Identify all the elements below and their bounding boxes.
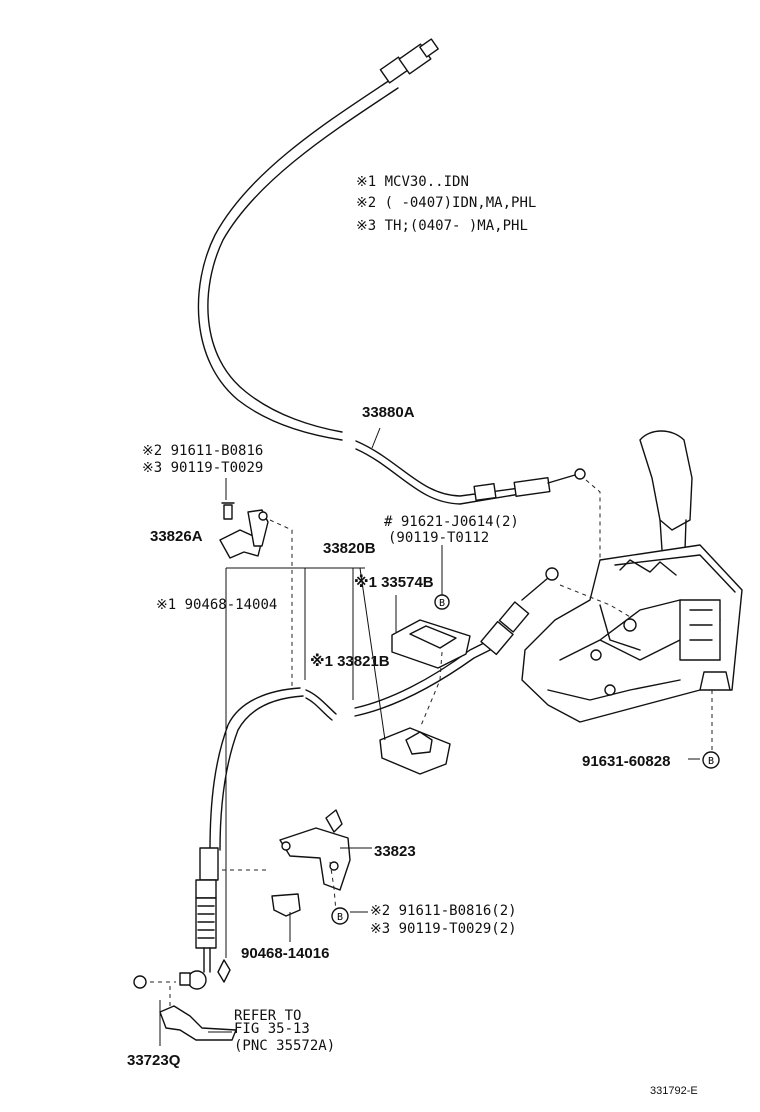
label-91611-b0816-2x: ※2 91611-B0816(2) xyxy=(370,903,517,919)
label-90119-t0112: (90119-T0112 xyxy=(388,530,489,546)
pin-90468-14004 xyxy=(217,959,231,983)
refer-line-1: REFER TO xyxy=(234,1008,301,1024)
shift-lever-assembly xyxy=(521,430,743,723)
label-33821b: ※1 33821B xyxy=(310,652,390,670)
cover-33574b xyxy=(391,619,471,669)
label-33574b: ※1 33574B xyxy=(354,573,434,591)
bolt-marker-label: B xyxy=(708,756,714,767)
label-33880a: 33880A xyxy=(362,404,415,421)
bracket-33826a xyxy=(219,502,269,559)
label-33723q: 33723Q xyxy=(127,1052,181,1069)
label-33820b: 33820B xyxy=(323,540,376,557)
bolt-marker-3: B xyxy=(331,907,349,925)
refer-line-3: (PNC 35572A) xyxy=(234,1038,335,1054)
clip-90468-14016 xyxy=(271,893,301,917)
note-2: ※2 ( -0407)IDN,MA,PHL xyxy=(356,195,536,211)
bolt-marker-label: B xyxy=(439,598,445,609)
label-33823: 33823 xyxy=(374,843,416,860)
shift-cable-lower xyxy=(355,440,586,505)
bolt-marker-label: B xyxy=(337,912,343,923)
label-91621-j0614: # 91621-J0614(2) xyxy=(384,514,519,530)
note-1: ※1 MCV30..IDN xyxy=(356,174,469,190)
bracket-33823 xyxy=(279,809,351,891)
label-90468-14016: 90468-14016 xyxy=(241,945,329,962)
leader-lines xyxy=(159,427,700,1046)
shift-cable-upper xyxy=(197,38,439,441)
refer-line-2: FIG 35-13 xyxy=(234,1021,310,1037)
applicability-notes: ※1 MCV30..IDN ※2 ( -0407)IDN,MA,PHL ※3 T… xyxy=(356,174,536,234)
label-90119-t0029: ※3 90119-T0029 xyxy=(142,460,263,476)
label-91631-60828: 91631-60828 xyxy=(582,753,670,770)
note-3: ※3 TH;(0407- )MA,PHL xyxy=(356,218,528,234)
figure-id: 331792-E xyxy=(650,1085,698,1097)
bolt-marker-1: B xyxy=(434,594,450,610)
bolt-marker-2: B xyxy=(702,751,720,769)
dashed-guides xyxy=(150,479,713,1010)
retainer-plate xyxy=(379,727,451,775)
cable-end-connector xyxy=(379,38,439,84)
label-90468-14004: ※1 90468-14004 xyxy=(156,597,277,613)
label-33826a: 33826A xyxy=(150,528,203,545)
cable-33820b xyxy=(179,687,337,990)
label-91611-b0816: ※2 91611-B0816 xyxy=(142,443,263,459)
label-90119-t0029-2x: ※3 90119-T0029(2) xyxy=(370,921,517,937)
